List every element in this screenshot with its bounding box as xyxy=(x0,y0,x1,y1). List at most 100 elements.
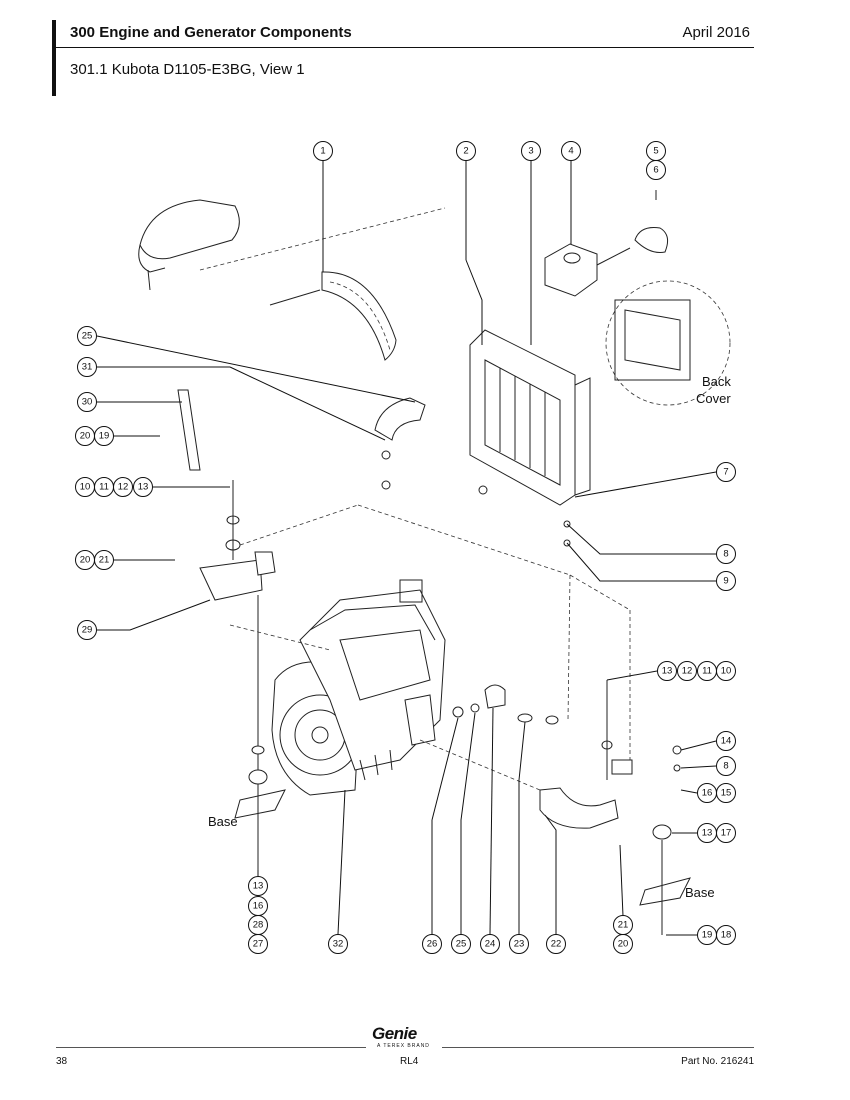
genie-logo: Genie xyxy=(372,1024,417,1043)
callout-20: 20 xyxy=(75,426,95,446)
label-base-right: Base xyxy=(685,885,715,900)
svg-text:2: 2 xyxy=(463,146,468,157)
callout-11: 11 xyxy=(697,661,717,681)
svg-text:20: 20 xyxy=(80,555,91,566)
callout-26: 26 xyxy=(422,934,442,954)
callout-2: 2 xyxy=(456,141,476,161)
label-back-cover-1: Back xyxy=(702,374,731,389)
svg-text:29: 29 xyxy=(82,625,93,636)
callout-12: 12 xyxy=(677,661,697,681)
callouts: 1 2 3 4 5 6 25 31 30 20 19 10 11 12 13 2… xyxy=(75,141,736,954)
svg-text:28: 28 xyxy=(253,920,264,931)
svg-text:25: 25 xyxy=(82,331,93,342)
svg-text:23: 23 xyxy=(514,939,525,950)
callout-4: 4 xyxy=(561,141,581,161)
callout-16: 16 xyxy=(697,783,717,803)
svg-text:8: 8 xyxy=(723,549,728,560)
svg-text:21: 21 xyxy=(618,920,629,931)
callout-13: 13 xyxy=(248,876,268,896)
callout-13: 13 xyxy=(657,661,677,681)
svg-text:19: 19 xyxy=(702,930,713,941)
callout-32: 32 xyxy=(328,934,348,954)
leader-lines xyxy=(96,161,717,936)
callout-23: 23 xyxy=(509,934,529,954)
header-rule xyxy=(56,47,754,48)
svg-text:14: 14 xyxy=(721,736,732,747)
callout-22: 22 xyxy=(546,934,566,954)
logo-tagline: A TEREX BRAND xyxy=(377,1043,430,1049)
svg-text:12: 12 xyxy=(682,666,693,677)
svg-text:10: 10 xyxy=(721,666,732,677)
svg-text:13: 13 xyxy=(253,881,264,892)
callout-20: 20 xyxy=(75,550,95,570)
svg-text:18: 18 xyxy=(721,930,732,941)
svg-text:6: 6 xyxy=(653,165,658,176)
callout-10: 10 xyxy=(75,477,95,497)
svg-text:15: 15 xyxy=(721,788,732,799)
model-name: RL4 xyxy=(400,1056,419,1067)
svg-text:13: 13 xyxy=(662,666,673,677)
svg-text:8: 8 xyxy=(723,761,728,772)
parts-illustration xyxy=(138,190,731,935)
callout-31: 31 xyxy=(77,357,97,377)
callout-6: 6 xyxy=(646,160,666,180)
svg-text:7: 7 xyxy=(723,467,728,478)
svg-text:11: 11 xyxy=(702,666,712,677)
svg-text:16: 16 xyxy=(702,788,713,799)
callout-7: 7 xyxy=(716,462,736,482)
svg-text:3: 3 xyxy=(528,146,533,157)
callout-27: 27 xyxy=(248,934,268,954)
callout-21: 21 xyxy=(613,915,633,935)
callout-17: 17 xyxy=(716,823,736,843)
svg-text:13: 13 xyxy=(702,828,713,839)
callout-1: 1 xyxy=(313,141,333,161)
callout-30: 30 xyxy=(77,392,97,412)
callout-29: 29 xyxy=(77,620,97,640)
footer-rule-left xyxy=(56,1047,366,1048)
callout-13: 13 xyxy=(697,823,717,843)
svg-text:24: 24 xyxy=(485,939,496,950)
callout-18: 18 xyxy=(716,925,736,945)
callout-28: 28 xyxy=(248,915,268,935)
svg-text:27: 27 xyxy=(253,939,264,950)
callout-13: 13 xyxy=(133,477,153,497)
callout-5: 5 xyxy=(646,141,666,161)
section-title: 300 Engine and Generator Components xyxy=(70,24,352,41)
document-date: April 2016 xyxy=(682,24,750,41)
callout-8: 8 xyxy=(716,544,736,564)
callout-24: 24 xyxy=(480,934,500,954)
svg-text:10: 10 xyxy=(80,482,91,493)
svg-text:9: 9 xyxy=(723,576,728,587)
svg-text:11: 11 xyxy=(99,482,109,493)
svg-text:4: 4 xyxy=(568,146,573,157)
svg-text:22: 22 xyxy=(551,939,562,950)
callout-19: 19 xyxy=(697,925,717,945)
callout-25: 25 xyxy=(77,326,97,346)
svg-text:13: 13 xyxy=(138,482,149,493)
svg-text:16: 16 xyxy=(253,901,264,912)
footer-rule-right xyxy=(442,1047,754,1048)
callout-14: 14 xyxy=(716,731,736,751)
callout-12: 12 xyxy=(113,477,133,497)
page-number: 38 xyxy=(56,1056,68,1067)
svg-text:20: 20 xyxy=(80,431,91,442)
svg-text:20: 20 xyxy=(618,939,629,950)
callout-9: 9 xyxy=(716,571,736,591)
callout-3: 3 xyxy=(521,141,541,161)
page-subtitle: 301.1 Kubota D1105-E3BG, View 1 xyxy=(70,61,305,78)
callout-8: 8 xyxy=(716,756,736,776)
callout-19: 19 xyxy=(94,426,114,446)
svg-text:26: 26 xyxy=(427,939,438,950)
callout-21: 21 xyxy=(94,550,114,570)
svg-text:32: 32 xyxy=(333,939,344,950)
label-back-cover-2: Cover xyxy=(696,391,731,406)
svg-text:25: 25 xyxy=(456,939,467,950)
svg-text:21: 21 xyxy=(99,555,110,566)
callout-10: 10 xyxy=(716,661,736,681)
callout-15: 15 xyxy=(716,783,736,803)
svg-text:1: 1 xyxy=(320,146,325,157)
label-base-left: Base xyxy=(208,814,238,829)
svg-text:5: 5 xyxy=(653,146,658,157)
svg-text:30: 30 xyxy=(82,397,93,408)
